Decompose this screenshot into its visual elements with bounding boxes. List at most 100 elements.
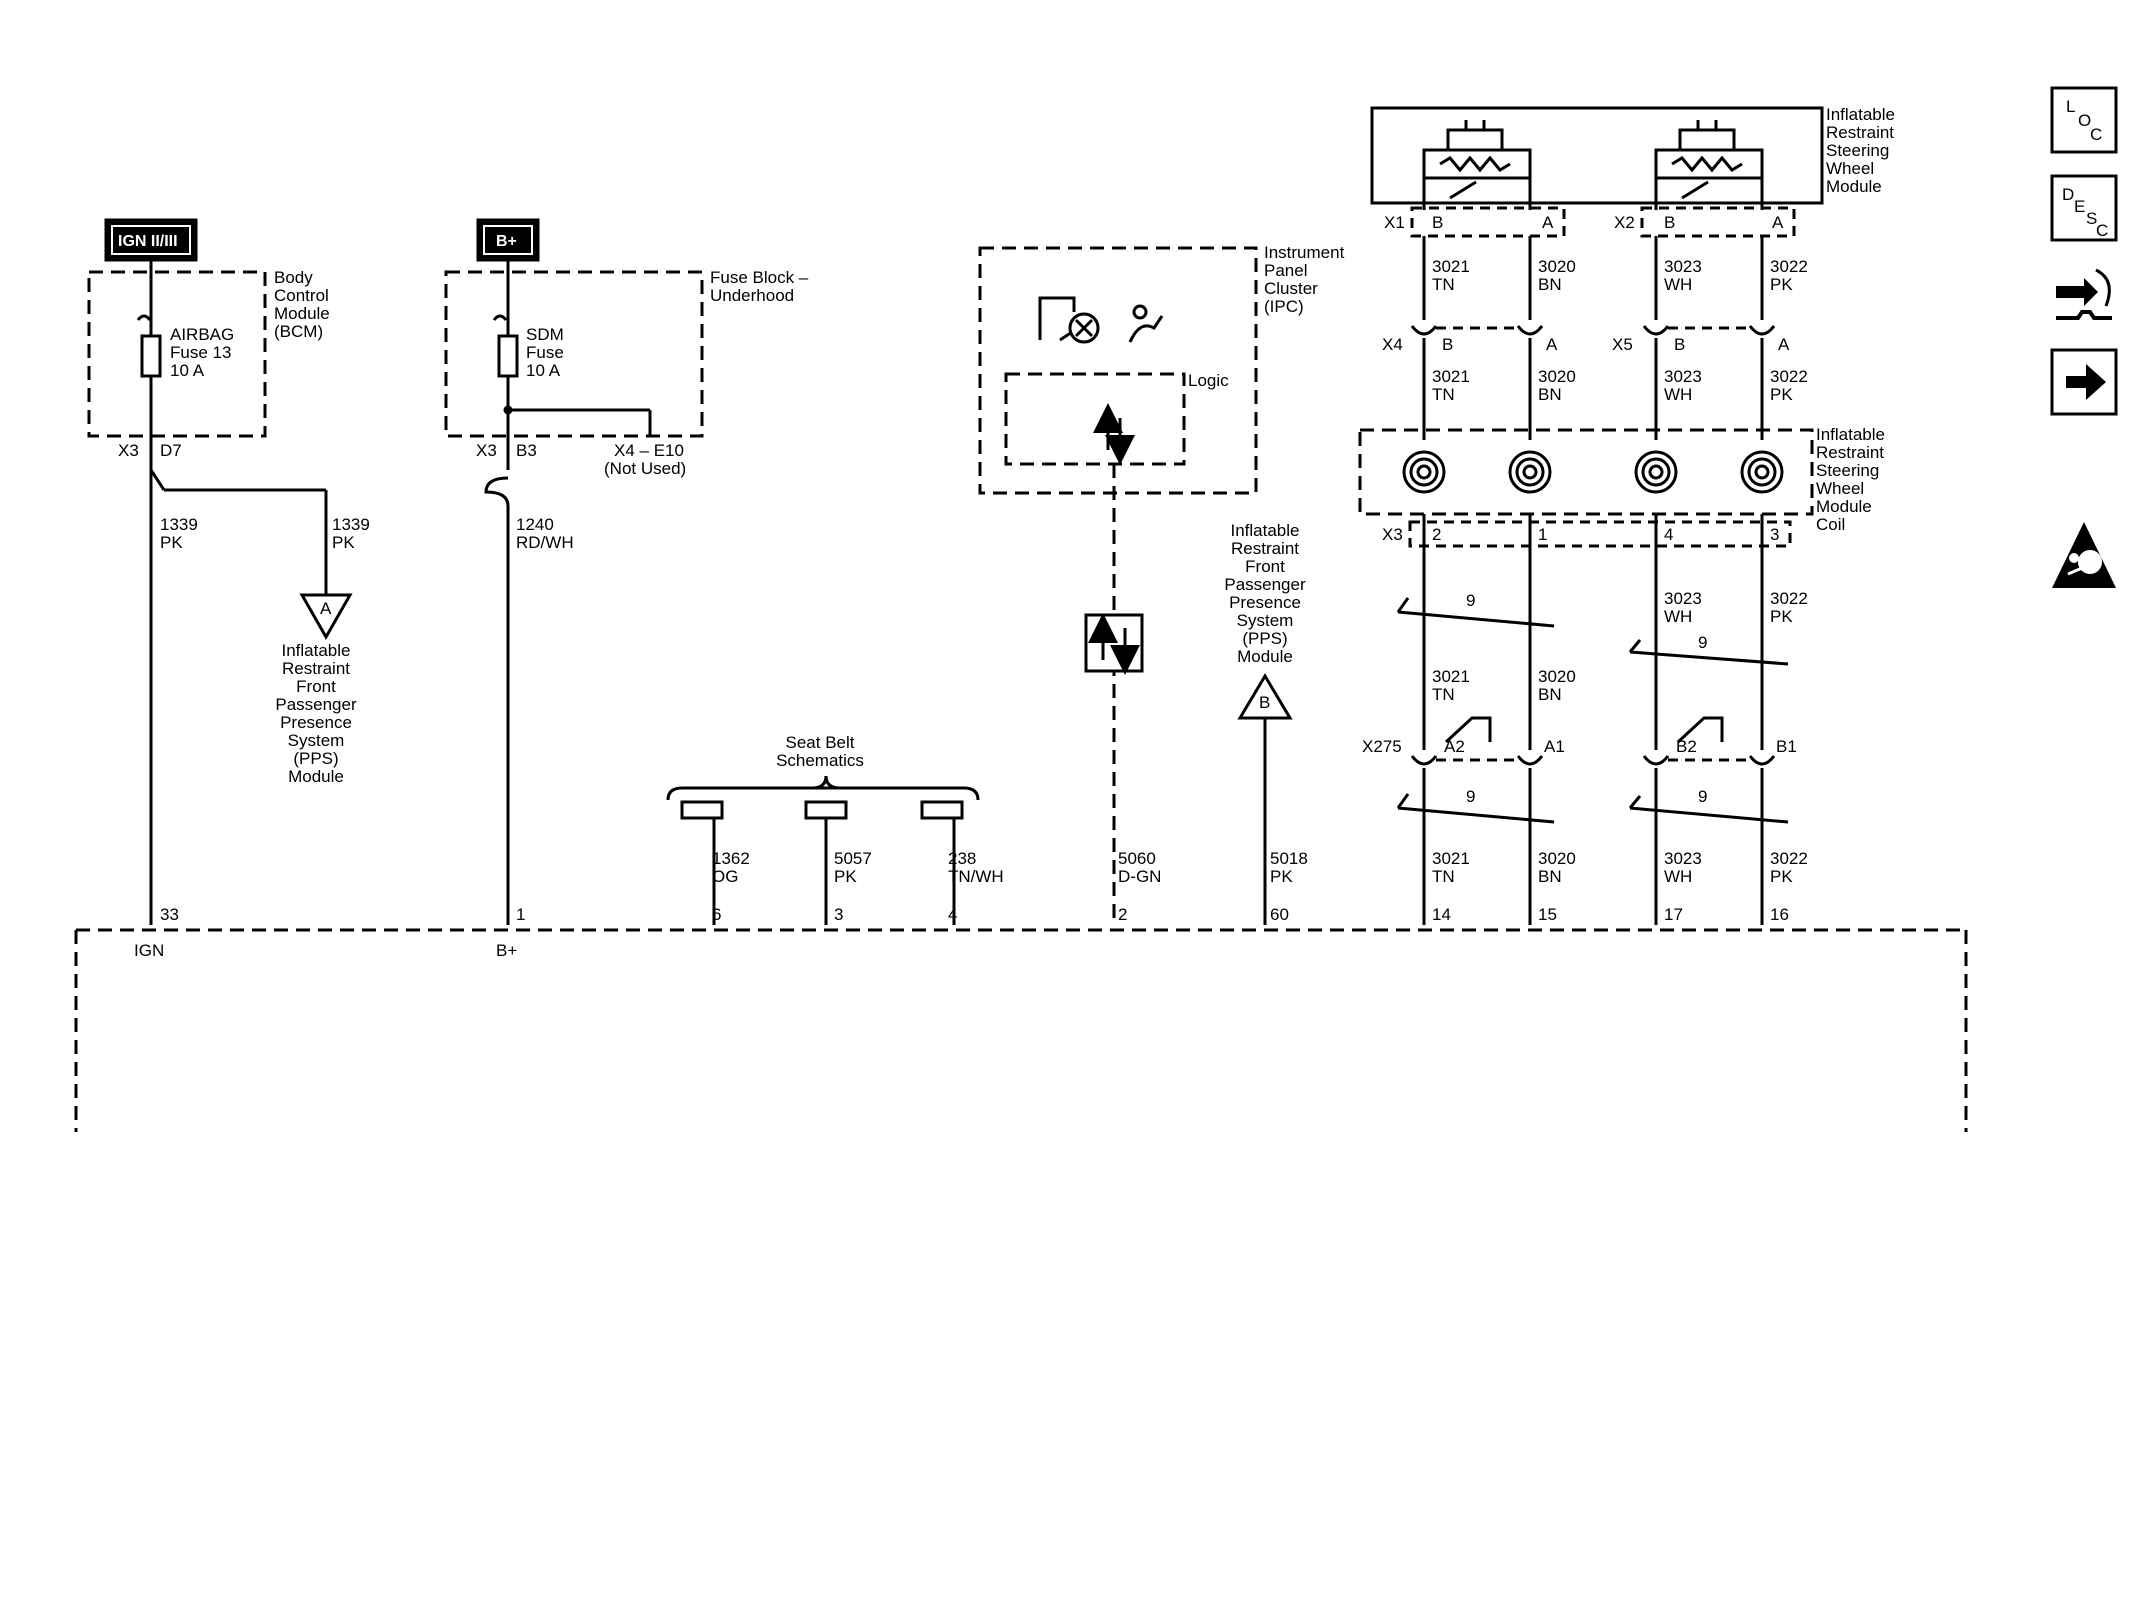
- steering-squib-1: [1422, 120, 1532, 210]
- x4-b-label: B: [1442, 335, 1453, 354]
- fuse-block-title-2: Underhood: [710, 286, 794, 305]
- svg-text:Presence: Presence: [280, 713, 352, 732]
- ipc-title-1: Instrument: [1264, 243, 1345, 262]
- x275-label: X275: [1362, 737, 1402, 756]
- airbag-fuse-label-2: Fuse 13: [170, 343, 231, 362]
- sdm-pin-1: 1: [516, 905, 525, 924]
- twist-count-1: 9: [1466, 591, 1475, 610]
- svg-text:3022: 3022: [1770, 257, 1808, 276]
- fuse-block-pin-b3: B3: [516, 441, 537, 460]
- sdm-pin-6: 6: [712, 905, 721, 924]
- svg-text:3020: 3020: [1538, 257, 1576, 276]
- bcm-pin-x3: X3: [118, 441, 139, 460]
- svg-text:Inflatable: Inflatable: [1826, 105, 1895, 124]
- fuse-block-title-1: Fuse Block –: [710, 268, 809, 287]
- seat-belt-bracket: [666, 775, 980, 925]
- steering-a1-label: A: [1542, 213, 1554, 232]
- bcm-box: [87, 270, 267, 438]
- svg-text:Restraint: Restraint: [282, 659, 350, 678]
- steering-a2-label: A: [1772, 213, 1784, 232]
- sdm-pin-15: 15: [1538, 905, 1557, 924]
- airbag-fuse-label-1: AIRBAG: [170, 325, 234, 344]
- coil-x3-label: X3: [1382, 525, 1403, 544]
- svg-text:Inflatable: Inflatable: [1231, 521, 1300, 540]
- steering-module-title: Inflatable Restraint Steering Wheel Modu…: [1826, 105, 1895, 196]
- svg-text:S: S: [2086, 209, 2097, 228]
- loc-icon[interactable]: L O C: [2050, 86, 2118, 154]
- sdm-pin-4: 4: [948, 905, 957, 924]
- next-icon[interactable]: [2050, 348, 2118, 416]
- pps-b-text: Inflatable Restraint Front Passenger Pre…: [1224, 521, 1306, 666]
- sdm-pin-14: 14: [1432, 905, 1451, 924]
- wire-5057-num: 5057: [834, 849, 872, 868]
- ipc-title-4: (IPC): [1264, 297, 1304, 316]
- sdm-pin-label-ign: IGN: [134, 941, 164, 960]
- svg-text:3022: 3022: [1770, 849, 1808, 868]
- steering-wires-row4: 3021 TN 3020 BN: [1432, 667, 1576, 704]
- fuse-block-not-used: (Not Used): [604, 459, 686, 478]
- ipc-title-2: Panel: [1264, 261, 1307, 280]
- svg-text:Passenger: Passenger: [275, 695, 357, 714]
- svg-text:3021: 3021: [1432, 849, 1470, 868]
- x275-pin-b2: B2: [1676, 737, 1697, 756]
- wire-1362-num: 1362: [712, 849, 750, 868]
- x5-connector: [1642, 325, 1776, 336]
- svg-text:Wheel: Wheel: [1826, 159, 1874, 178]
- fuse-block-pin-x4: X4 – E10: [614, 441, 684, 460]
- ipc-box: [978, 246, 1258, 495]
- bplus-header-label: B+: [496, 233, 517, 250]
- svg-text:Module: Module: [1816, 497, 1872, 516]
- steering-wires-row5: 3021 TN 3020 BN 3023 WH 3022 PK: [1432, 849, 1808, 886]
- svg-text:Module: Module: [1237, 647, 1293, 666]
- x5-b-label: B: [1674, 335, 1685, 354]
- svg-text:Restraint: Restraint: [1231, 539, 1299, 558]
- svg-text:O: O: [2078, 111, 2091, 130]
- wire-5060-num: 5060: [1118, 849, 1156, 868]
- wire-1240-color: RD/WH: [516, 533, 574, 552]
- steering-coil-title: Inflatable Restraint Steering Wheel Modu…: [1816, 425, 1885, 534]
- bcm-title-3: Module: [274, 304, 330, 323]
- steering-squib-2: [1654, 120, 1764, 210]
- coil-pin-3: 3: [1770, 525, 1779, 544]
- wire-238-color: TN/WH: [948, 867, 1004, 886]
- x275-pin-a1: A1: [1544, 737, 1565, 756]
- airbag-fuse-label-3: 10 A: [170, 361, 205, 380]
- svg-text:TN: TN: [1432, 685, 1455, 704]
- x5-label: X5: [1612, 335, 1633, 354]
- sdm-fuse-symbol: [492, 312, 652, 436]
- svg-text:3021: 3021: [1432, 667, 1470, 686]
- wire-5018-num: 5018: [1270, 849, 1308, 868]
- ign-header-label: IGN II/III: [118, 233, 178, 250]
- sdm-pin-16: 16: [1770, 905, 1789, 924]
- sdm-pin-3: 3: [834, 905, 843, 924]
- bcm-title-2: Control: [274, 286, 329, 305]
- steering-x2-label: X2: [1614, 213, 1635, 232]
- svg-text:Coil: Coil: [1816, 515, 1845, 534]
- desc-icon[interactable]: D E S C: [2050, 174, 2118, 242]
- svg-text:Restraint: Restraint: [1826, 123, 1894, 142]
- ipc-logic-label: Logic: [1188, 371, 1229, 390]
- sdm-pin-17: 17: [1664, 905, 1683, 924]
- svg-text:D: D: [2062, 185, 2074, 204]
- pps-a-letter: A: [320, 599, 332, 618]
- twist-count-3: 9: [1466, 787, 1475, 806]
- svg-text:TN: TN: [1432, 385, 1455, 404]
- ipc-title-3: Cluster: [1264, 279, 1318, 298]
- wire-1339-num-b: 1339: [332, 515, 370, 534]
- wire-238-num: 238: [948, 849, 976, 868]
- svg-text:TN: TN: [1432, 275, 1455, 294]
- connector-icon[interactable]: [2056, 268, 2112, 320]
- coil-pin-4: 4: [1664, 525, 1673, 544]
- serial-data-box: [1084, 613, 1144, 675]
- svg-text:WH: WH: [1664, 385, 1692, 404]
- svg-text:BN: BN: [1538, 275, 1562, 294]
- fuse-block-pin-x3: X3: [476, 441, 497, 460]
- svg-text:Seat Belt: Seat Belt: [786, 733, 855, 752]
- svg-text:WH: WH: [1664, 607, 1692, 626]
- svg-text:3021: 3021: [1432, 367, 1470, 386]
- svg-text:Front: Front: [296, 677, 336, 696]
- x4-a-label: A: [1546, 335, 1558, 354]
- svg-text:TN: TN: [1432, 867, 1455, 886]
- svg-text:Restraint: Restraint: [1816, 443, 1884, 462]
- svg-text:WH: WH: [1664, 867, 1692, 886]
